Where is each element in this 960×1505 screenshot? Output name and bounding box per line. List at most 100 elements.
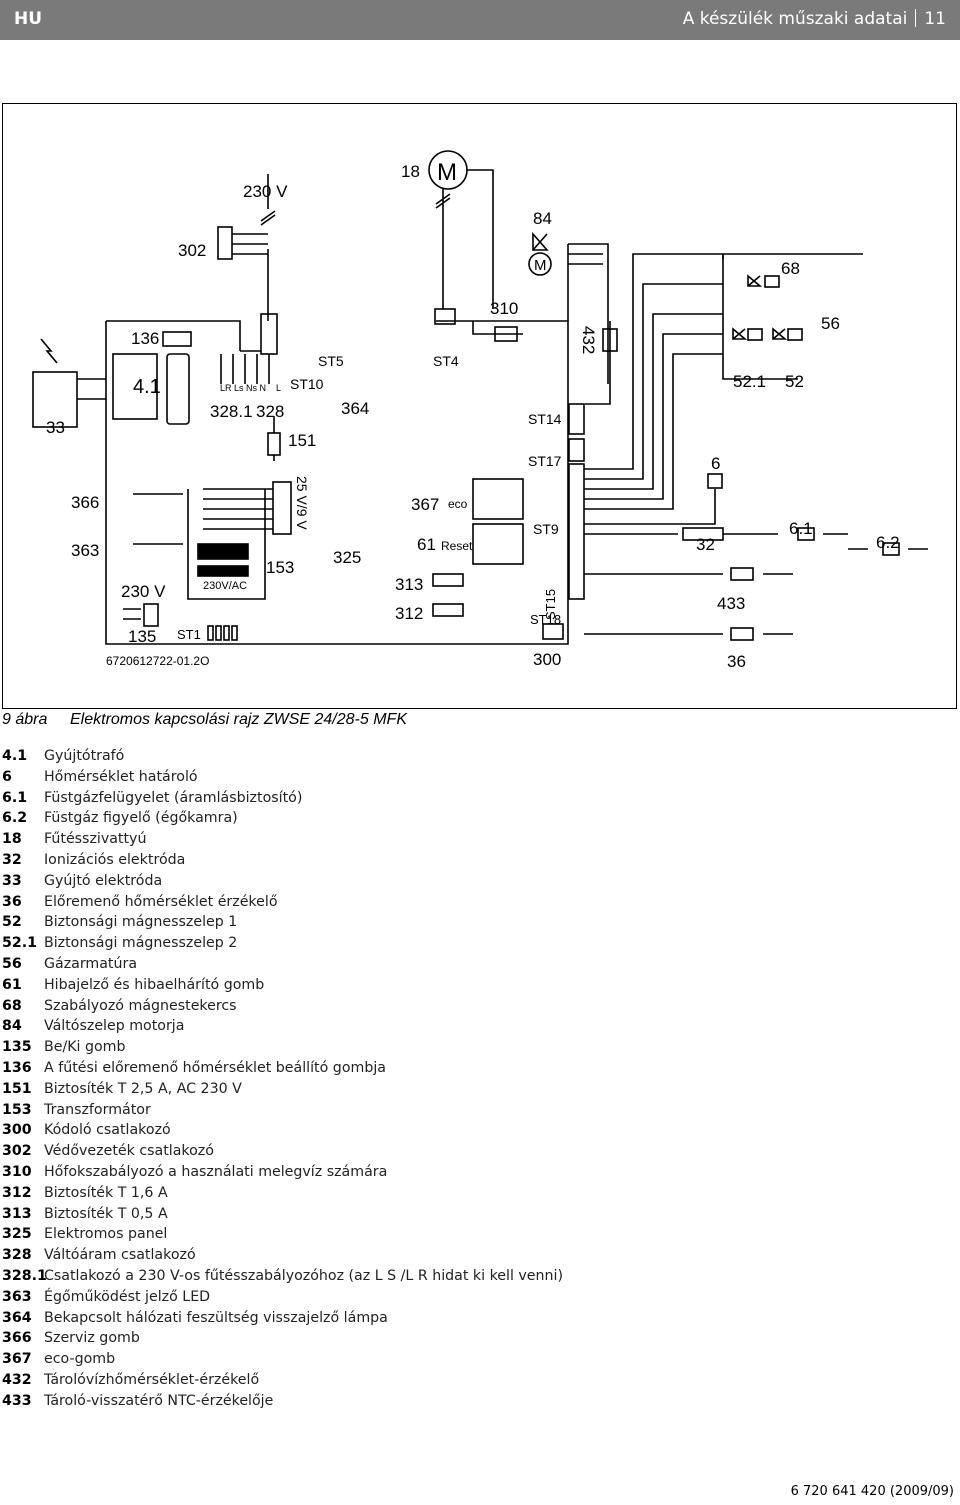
diagram-label: 52.1 [733,372,766,391]
diagram-label: 56 [821,314,840,333]
figure-title: Elektromos kapcsolási rajz ZWSE 24/28-5 … [70,711,407,728]
diagram-label: Reset [441,539,473,553]
diagram-label: eco [448,497,468,511]
legend-label: Be/Ki gomb [44,1039,126,1056]
diagram-label: 300 [533,650,561,669]
diagram-label: 136 [131,329,159,348]
diagram-label: L [276,383,281,393]
legend-code: 302 [2,1143,32,1160]
legend-code: 33 [2,872,22,889]
diagram-label: 151 [288,431,316,450]
legend-label: Transzformátor [44,1101,151,1118]
diagram-label: 230V/AC [203,580,247,592]
legend-label: Csatlakozó a 230 V-os fűtésszabályozóhoz… [44,1267,563,1284]
legend-label: Váltószelep motorja [44,1018,185,1035]
legend-item: 56 Gázarmatúra [2,954,563,975]
legend-code: 313 [2,1205,32,1222]
legend-code: 6 [2,768,12,785]
diagram-label: 363 [71,541,99,560]
diagram-label: 302 [178,241,206,260]
legend-label: Biztosíték T 1,6 A [44,1184,168,1201]
legend-label: Hőmérséklet határoló [44,768,198,785]
legend-label: eco-gomb [44,1351,116,1368]
legend-item: 432 Tárolóvízhőmérséklet-érzékelő [2,1370,563,1391]
diagram-label: 18 [401,162,420,181]
legend-label: Gyújtó elektróda [44,872,163,889]
legend-label: Elektromos panel [44,1226,168,1243]
legend-code: 18 [2,831,22,848]
header-separator [915,9,917,27]
legend-label: Védővezeték csatlakozó [44,1143,214,1160]
legend-code: 328.1 [2,1267,47,1284]
diagram-label: ST5 [318,353,344,369]
diagram-label: 432 [579,326,598,354]
legend-label: Tárolóvízhőmérséklet-érzékelő [44,1371,260,1388]
legend-code: 52 [2,914,22,931]
legend-code: 367 [2,1351,32,1368]
legend-code: 432 [2,1371,32,1388]
document-number: 6 720 641 420 (2009/09) [790,1484,954,1499]
diagram-label: 367 [411,495,439,514]
wiring-diagram: 230 V 18 M 84 M 302 310 432 68 56 136 4.… [32,150,928,671]
legend-code: 300 [2,1122,32,1139]
legend-item: 302 Védővezeték csatlakozó [2,1141,563,1162]
diagram-label: 84 [533,209,552,228]
diagram-label: 68 [781,259,800,278]
diagram-label: ST14 [528,411,562,427]
diagram-labels: 230 V 18 M 84 M 302 310 432 68 56 136 4.… [46,159,900,671]
diagram-label: ST9 [533,521,559,537]
diagram-label: 6720612722-01.2O [106,654,209,668]
legend-label: Szabályozó mágnestekercs [44,997,237,1014]
page-number: 11 [924,9,946,29]
legend-label: Szerviz gomb [44,1330,140,1347]
legend-code: 366 [2,1330,32,1347]
legend-label: Biztonsági mágnesszelep 1 [44,914,238,931]
diagram-label: 32 [696,535,715,554]
legend-item: 68 Szabályozó mágnestekercs [2,996,563,1017]
legend-code: 68 [2,997,22,1014]
legend-label: Füstgázfelügyelet (áramlásbiztosító) [44,789,303,806]
diagram-label: 6.2 [876,533,900,552]
legend-label: Gázarmatúra [44,955,138,972]
diagram-label: ST4 [433,353,459,369]
legend-label: Biztosíték T 0,5 A [44,1205,168,1222]
diagram-label: ST1 [177,627,201,642]
diagram-label: 25 V/9 V [294,476,310,530]
legend-code: 135 [2,1039,32,1056]
diagram-label: ST10 [290,376,324,392]
legend-code: 56 [2,955,22,972]
diagram-label: 52 [785,372,804,391]
figure-number: 9 ábra [2,711,48,728]
diagram-label: 33 [46,418,65,437]
legend-code: 364 [2,1309,32,1326]
legend-code: 61 [2,976,22,993]
diagram-label: 36 [727,652,746,671]
legend-code: 36 [2,893,22,910]
header-title: A készülék műszaki adatai [682,9,908,29]
legend-item: 33 Gyújtó elektróda [2,871,563,892]
legend-item: 328.1Csatlakozó a 230 V-os fűtésszabályo… [2,1266,563,1287]
legend-code: 4.1 [2,748,28,764]
diagram-label: 325 [333,548,361,567]
diagram-label: 310 [490,299,518,318]
legend-code: 151 [2,1080,32,1097]
diagram-label: ST15 [543,589,558,620]
diagram-label: LR Ls Ns N [220,383,266,393]
diagram-label: 366 [71,493,99,512]
legend-code: 136 [2,1059,32,1076]
